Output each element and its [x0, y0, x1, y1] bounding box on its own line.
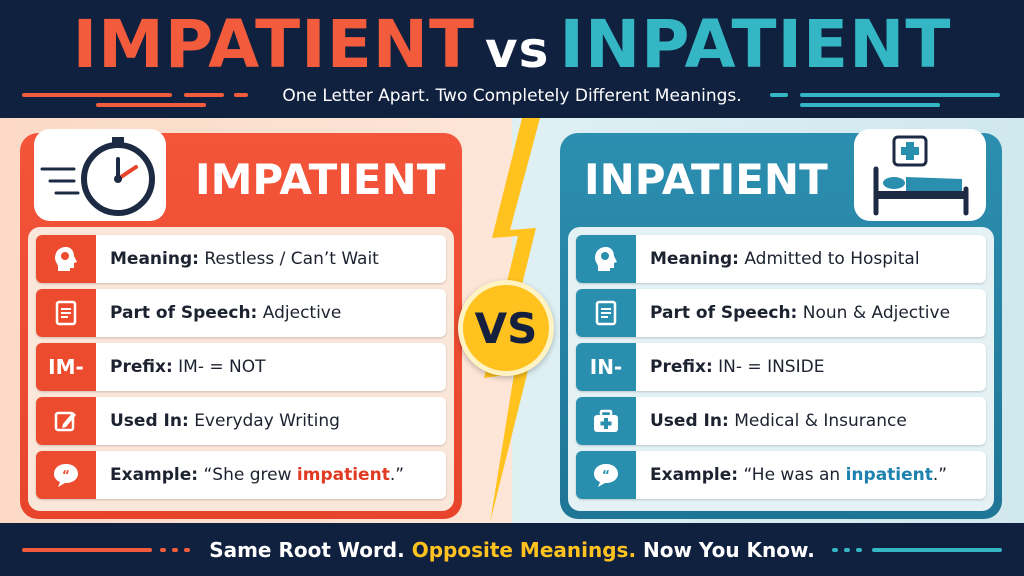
impatient-panel: IMPATIENT Meaning: Restless / Can’t Wait… [20, 129, 462, 519]
inpatient-details: Meaning: Admitted to Hospital Part of Sp… [568, 227, 994, 511]
medical-kit-icon [576, 397, 636, 445]
decor-dash [184, 548, 190, 552]
decor-dash [832, 548, 838, 552]
row-label: Part of Speech: [650, 303, 798, 323]
head-lightbulb-icon [36, 235, 96, 283]
row-label: Meaning: [650, 249, 739, 269]
row-label: Meaning: [110, 249, 199, 269]
hospital-bed-badge [854, 129, 986, 221]
tagline-part-1: Same Root Word. [209, 538, 405, 562]
decor-dash [856, 548, 862, 552]
decor-dash [172, 548, 178, 552]
used-in-row: Used In: Medical & Insurance [576, 397, 986, 445]
quote-bubble-icon: “ [576, 451, 636, 499]
row-value: Adjective [262, 303, 342, 323]
part-of-speech-row: Part of Speech: Adjective [36, 289, 446, 337]
row-label: Prefix: [110, 357, 173, 377]
row-value-pre: “He was an [743, 465, 846, 485]
prefix-row: IN- Prefix: IN- = INSIDE [576, 343, 986, 391]
title-impatient: IMPATIENT [72, 6, 476, 83]
row-value: Admitted to Hospital [744, 249, 920, 269]
tagline-part-2: Opposite Meanings. [411, 538, 637, 562]
title-vs: vs [485, 21, 550, 79]
decor-dash [800, 103, 940, 107]
svg-text:“: “ [62, 468, 70, 482]
highlight-inpatient: inpatient [845, 465, 933, 485]
row-label: Prefix: [650, 357, 713, 377]
impatient-details: Meaning: Restless / Can’t Wait Part of S… [28, 227, 454, 511]
inpatient-panel: INPATIENT Meaning: Admitted to Hospital … [560, 129, 1002, 519]
used-in-row: Used In: Everyday Writing [36, 397, 446, 445]
svg-text:“: “ [602, 468, 610, 482]
row-value: IN- = INSIDE [718, 357, 825, 377]
row-value-post: .” [932, 465, 948, 485]
panel-title-impatient: IMPATIENT [195, 155, 446, 204]
row-value: Medical & Insurance [734, 411, 907, 431]
prefix-row: IM- Prefix: IM- = NOT [36, 343, 446, 391]
row-value: IM- = NOT [178, 357, 266, 377]
decor-dash [96, 103, 206, 107]
title-inpatient: INPATIENT [559, 6, 952, 83]
row-label: Part of Speech: [110, 303, 258, 323]
footer: Same Root Word. Opposite Meanings. Now Y… [0, 523, 1024, 576]
footer-tagline: Same Root Word. Opposite Meanings. Now Y… [0, 537, 1024, 563]
prefix-im-badge: IM- [36, 343, 96, 391]
row-value: Noun & Adjective [802, 303, 951, 323]
decor-dash [844, 548, 850, 552]
decor-dash [184, 93, 224, 97]
clock-icon [40, 137, 155, 216]
part-of-speech-row: Part of Speech: Noun & Adjective [576, 289, 986, 337]
decor-dash [234, 93, 248, 97]
subtitle: One Letter Apart. Two Completely Differe… [282, 86, 742, 106]
row-label: Used In: [650, 411, 729, 431]
hospital-bed-icon [873, 135, 969, 216]
meaning-row: Meaning: Restless / Can’t Wait [36, 235, 446, 283]
vs-badge: VS [458, 280, 554, 376]
panel-title-inpatient: INPATIENT [584, 155, 828, 204]
quote-bubble-icon: “ [36, 451, 96, 499]
row-label: Example: [110, 465, 199, 485]
decor-dash [22, 93, 172, 97]
meaning-row: Meaning: Admitted to Hospital [576, 235, 986, 283]
row-label: Example: [650, 465, 739, 485]
row-value: Everyday Writing [194, 411, 340, 431]
example-row: “ Example: “He was an inpatient.” [576, 451, 986, 499]
example-row: “ Example: “She grew impatient.” [36, 451, 446, 499]
document-icon [36, 289, 96, 337]
pencil-edit-icon [36, 397, 96, 445]
decor-dash [800, 93, 1000, 97]
row-value: Restless / Can’t Wait [204, 249, 379, 269]
head-lightbulb-icon [576, 235, 636, 283]
document-icon [576, 289, 636, 337]
row-value-post: .” [389, 465, 405, 485]
row-label: Used In: [110, 411, 189, 431]
decor-dash [160, 548, 166, 552]
decor-dash [770, 93, 788, 97]
decor-dash [872, 548, 1002, 552]
highlight-impatient: impatient [296, 465, 390, 485]
decor-dash [22, 548, 152, 552]
row-value-pre: “She grew [203, 465, 297, 485]
tagline-part-3: Now You Know. [643, 538, 815, 562]
clock-badge [34, 129, 166, 221]
prefix-in-badge: IN- [576, 343, 636, 391]
